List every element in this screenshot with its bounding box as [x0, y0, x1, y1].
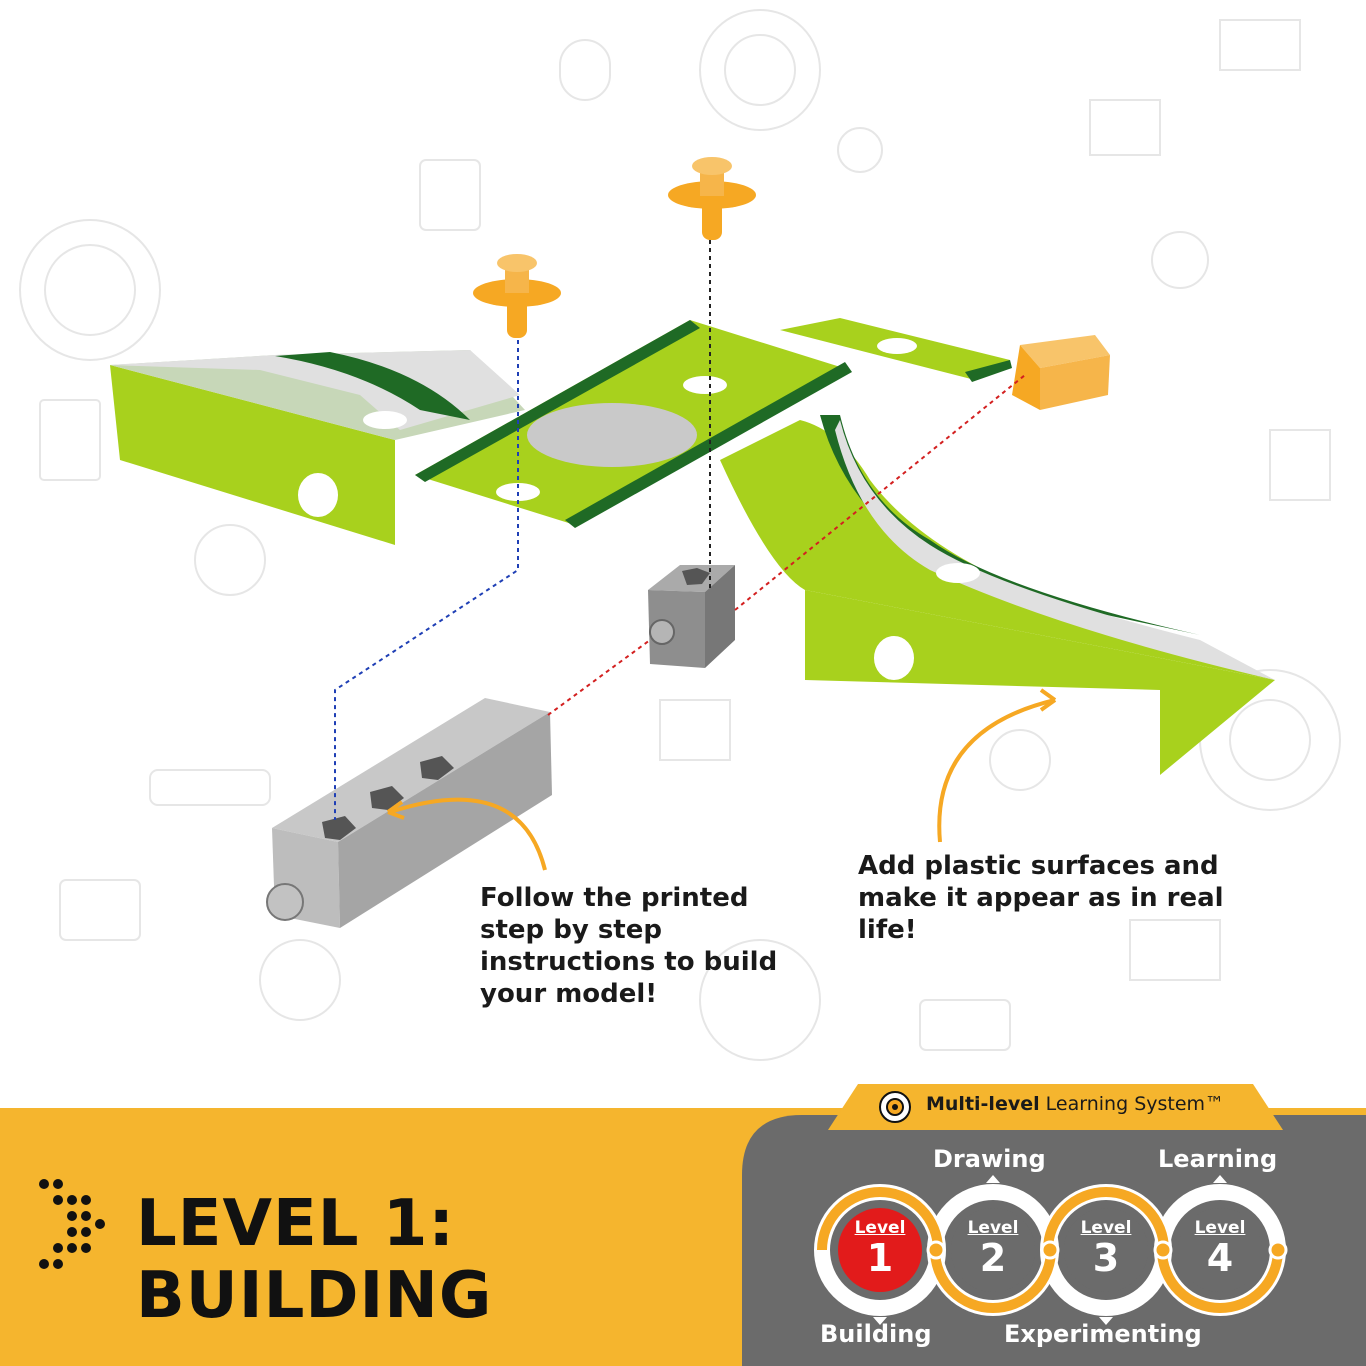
brain-gear-icon	[879, 1091, 911, 1123]
level-4-word: Level	[1194, 1218, 1246, 1238]
level-4-number: 4	[1206, 1236, 1234, 1280]
mls-title: Multi-level Learning System™	[926, 1090, 1224, 1118]
connector-cube	[648, 565, 735, 668]
level-3-number: 3	[1092, 1236, 1120, 1280]
level-1-badge: Level 1	[825, 1218, 935, 1278]
caption-plastic-surfaces: Add plastic surfaces and make it appear …	[858, 851, 1224, 945]
model-illustration	[110, 157, 1275, 928]
guide-lines	[334, 240, 1026, 820]
level-2-word: Level	[967, 1218, 1019, 1238]
level-3-word: Level	[1080, 1218, 1132, 1238]
metal-bar	[266, 698, 552, 928]
level-title-line1: LEVEL 1:	[136, 1187, 455, 1261]
level-1-word: Level	[854, 1218, 906, 1238]
level-title-line2: BUILDING	[136, 1259, 493, 1333]
caption-instructions: Follow the printed step by step instruct…	[480, 883, 778, 1009]
orange-clip	[1012, 335, 1110, 410]
level-2-badge: Level 2	[938, 1218, 1048, 1278]
level-title: LEVEL 1: BUILDING	[136, 1188, 492, 1332]
stage-learning: Learning	[1158, 1145, 1278, 1173]
mls-title-bold: Multi-level	[926, 1093, 1040, 1115]
pin-right	[668, 157, 756, 240]
level-3-badge: Level 3	[1051, 1218, 1161, 1278]
left-wing	[110, 350, 525, 545]
right-wing	[720, 415, 1275, 775]
dotted-arrow-icon	[39, 1179, 105, 1269]
stage-experimenting: Experimenting	[1004, 1320, 1202, 1348]
level-1-number: 1	[866, 1236, 894, 1280]
mls-title-rest: Learning System™	[1045, 1093, 1225, 1115]
arrows	[386, 688, 1057, 871]
center-plate	[415, 318, 1012, 528]
pin-left	[473, 254, 561, 338]
level-rings	[814, 1175, 1288, 1325]
stage-drawing: Drawing	[933, 1145, 1046, 1173]
level-2-number: 2	[979, 1236, 1007, 1280]
stage-building: Building	[820, 1320, 932, 1348]
mls-tab	[828, 1084, 1283, 1130]
level-4-badge: Level 4	[1165, 1218, 1275, 1278]
